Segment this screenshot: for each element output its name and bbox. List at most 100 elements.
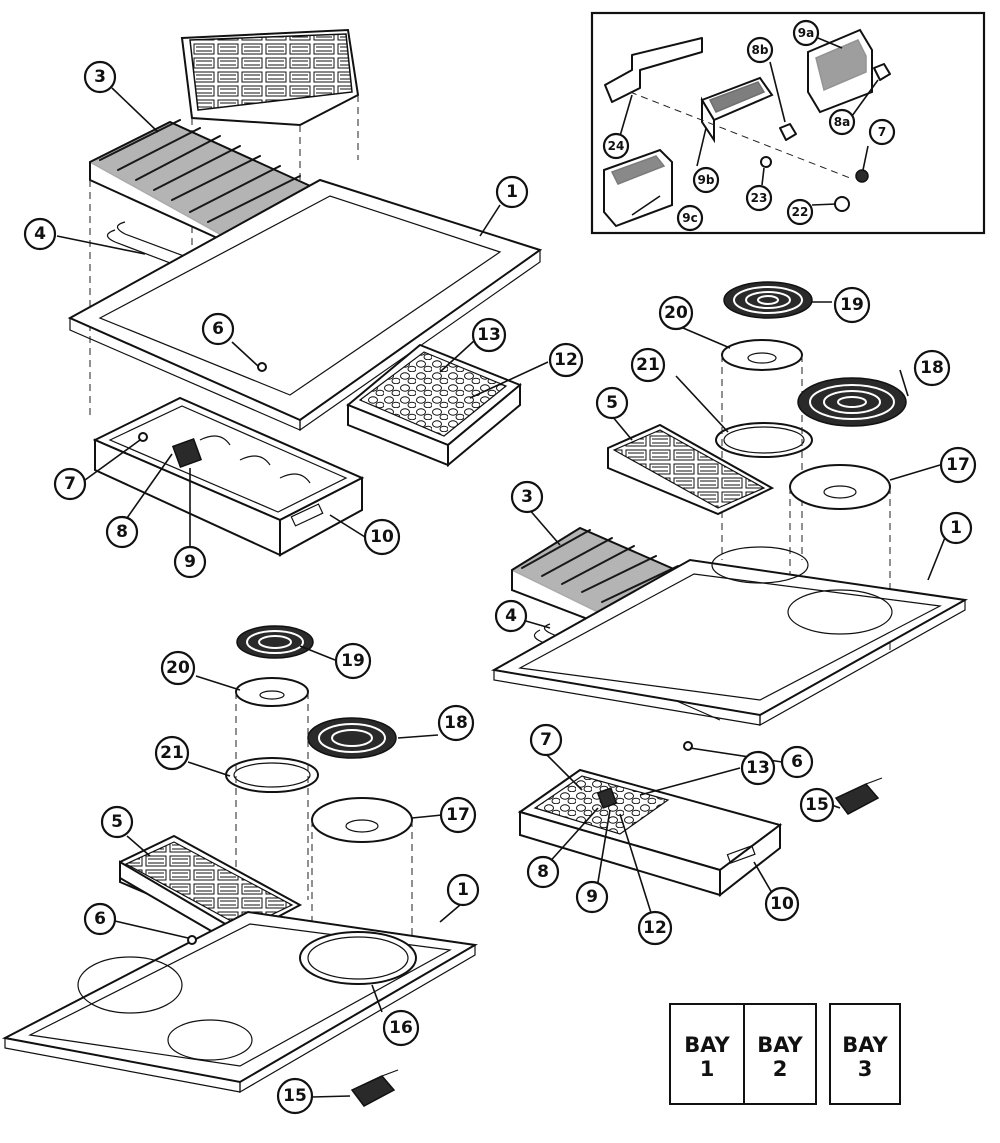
callout-6-right: 6	[780, 745, 814, 779]
svg-text:12: 12	[554, 350, 578, 370]
callout-1-top-left: 1	[495, 175, 529, 209]
svg-text:22: 22	[792, 205, 809, 219]
control-switch-9b	[700, 76, 774, 144]
svg-text:1: 1	[506, 182, 518, 202]
svg-text:13: 13	[477, 325, 501, 345]
terminal-block-right	[834, 777, 883, 815]
svg-text:18: 18	[444, 713, 468, 733]
svg-text:19: 19	[840, 295, 864, 315]
callout-9-top-left: 9	[173, 545, 207, 579]
cooktop-frame-right	[491, 546, 969, 727]
svg-text:17: 17	[446, 805, 470, 825]
callout-22-inset: 22	[786, 198, 814, 226]
spacer-23	[760, 156, 772, 168]
callout-3-top-left: 3	[83, 60, 117, 94]
svg-text:6: 6	[791, 752, 803, 772]
bay-3-number: 3	[858, 1057, 873, 1081]
svg-text:23: 23	[751, 191, 768, 205]
svg-text:8b: 8b	[752, 43, 769, 57]
screw-7	[855, 169, 869, 183]
callout-13-top-left: 13	[471, 317, 507, 353]
callout-7-top-left: 7	[53, 467, 87, 501]
svg-text:7: 7	[64, 474, 76, 494]
callout-10-top-left: 10	[363, 518, 401, 556]
svg-text:6: 6	[94, 909, 106, 929]
svg-text:17: 17	[946, 455, 970, 475]
callout-8-right: 8	[526, 855, 560, 889]
callout-6-bottom: 6	[83, 902, 117, 936]
svg-text:9b: 9b	[698, 173, 715, 187]
cooktop-frame-top-left	[67, 178, 543, 432]
callout-8-top-left: 8	[105, 515, 139, 549]
svg-text:10: 10	[370, 527, 394, 547]
bay-legend: BAY 1 BAY 2 BAY 3	[669, 1003, 901, 1105]
callout-7-right: 7	[529, 723, 563, 757]
svg-text:8: 8	[116, 522, 128, 542]
switch-clip-8a	[873, 63, 891, 81]
callout-17-right: 17	[939, 446, 977, 484]
callout-5-right: 5	[595, 386, 629, 420]
callout-24-inset: 24	[602, 132, 630, 160]
screw-top-left	[257, 362, 267, 372]
drip-pan-right	[517, 768, 783, 898]
svg-text:4: 4	[34, 224, 46, 244]
control-switch-9c	[603, 148, 673, 228]
svg-text:21: 21	[160, 743, 184, 763]
callout-13-right: 13	[740, 750, 776, 786]
callout-9b-inset: 9b	[692, 166, 720, 194]
svg-text:9a: 9a	[798, 26, 814, 40]
svg-text:9: 9	[184, 552, 196, 572]
svg-text:3: 3	[521, 487, 533, 507]
callout-9-right: 9	[575, 880, 609, 914]
svg-text:10: 10	[770, 894, 794, 914]
callout-15-right: 15	[799, 787, 835, 823]
bay-1-number: 1	[700, 1057, 715, 1081]
svg-text:9: 9	[586, 887, 598, 907]
coil-element-large-right	[797, 377, 907, 427]
coil-element-small-bottom	[236, 625, 314, 659]
svg-text:15: 15	[283, 1086, 307, 1106]
callout-15-bottom: 15	[276, 1077, 314, 1115]
callout-21-right: 21	[630, 347, 666, 383]
callout-12-top-left: 12	[548, 342, 584, 378]
coil-element-large-bottom	[307, 717, 397, 759]
vent-cover-top-left	[180, 28, 360, 260]
callout-12-right: 12	[637, 910, 673, 946]
svg-text:20: 20	[664, 303, 688, 323]
svg-text:15: 15	[805, 795, 829, 815]
svg-text:13: 13	[746, 758, 770, 778]
callout-19-bottom: 19	[334, 642, 372, 680]
switch-clip-8b	[779, 123, 797, 141]
bay-2-number: 2	[773, 1057, 788, 1081]
callout-8a-inset: 8a	[828, 108, 856, 136]
callout-21-bottom: 21	[154, 735, 190, 771]
right-assembly	[491, 281, 969, 898]
svg-text:18: 18	[920, 358, 944, 378]
bay-3-box	[829, 1003, 901, 1105]
svg-text:20: 20	[166, 658, 190, 678]
svg-text:9c: 9c	[682, 211, 697, 225]
svg-text:5: 5	[111, 812, 123, 832]
callout-10-right: 10	[764, 886, 800, 922]
svg-text:3: 3	[94, 67, 106, 87]
mounting-bracket	[604, 37, 703, 103]
callout-1-bottom: 1	[446, 873, 480, 907]
svg-text:7: 7	[878, 125, 886, 139]
coil-element-small-right	[723, 281, 813, 319]
callout-9a-inset: 9a	[792, 19, 820, 47]
vent-cover-right	[607, 423, 775, 516]
svg-text:12: 12	[643, 918, 667, 938]
top-left-assembly	[67, 28, 543, 557]
drip-bowl-small-bottom	[235, 677, 309, 707]
callout-16-bottom: 16	[382, 1009, 420, 1047]
svg-text:8: 8	[537, 862, 549, 882]
svg-text:1: 1	[950, 518, 962, 538]
vent-cover-bottom	[119, 834, 303, 952]
control-switch-9a	[807, 28, 873, 114]
callout-7-inset: 7	[868, 118, 896, 146]
callout-1-right: 1	[939, 511, 973, 545]
trim-ring-small-right	[715, 422, 813, 458]
control-inset-box	[590, 11, 986, 235]
bay-2-label: BAY	[757, 1033, 803, 1057]
callout-20-bottom: 20	[160, 650, 196, 686]
